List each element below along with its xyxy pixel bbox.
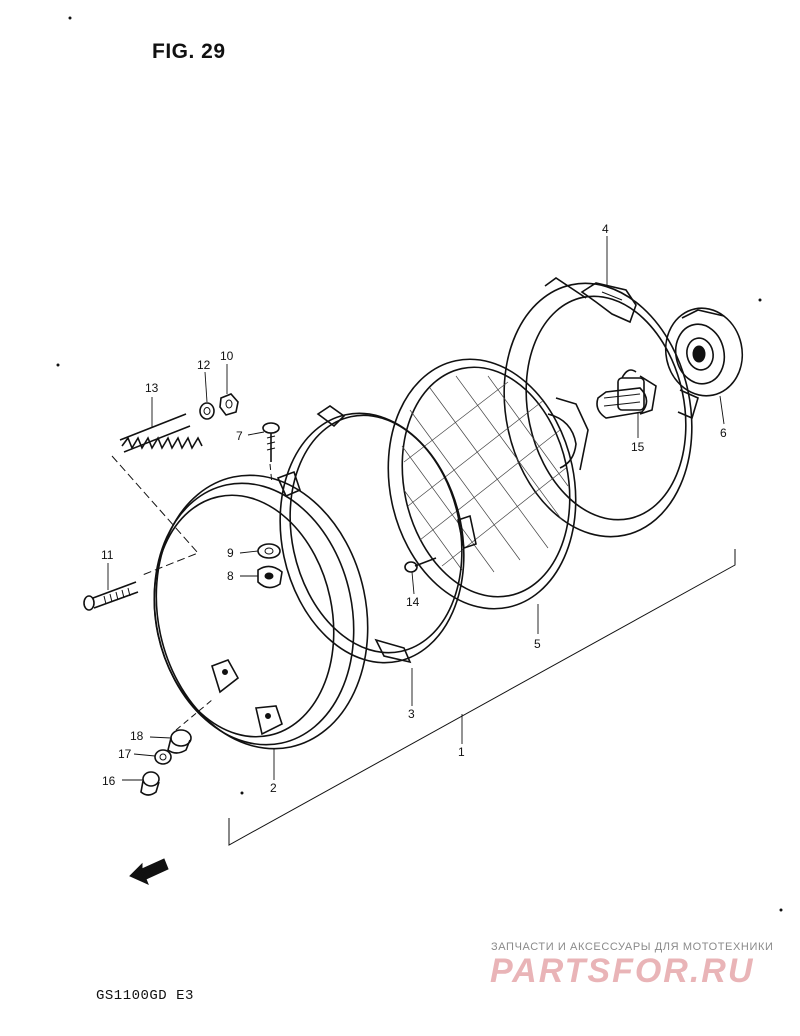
- leader-lines: [107, 236, 725, 781]
- figure-title: FIG. 29: [152, 40, 226, 63]
- nut-part-8: [257, 565, 283, 589]
- spring-part-13: [119, 413, 203, 453]
- callout-7: 7: [236, 429, 243, 443]
- bulb-socket-part-6: [664, 307, 744, 397]
- bulb-part-15: [596, 369, 657, 419]
- washer-part-12: [199, 402, 215, 420]
- watermark-tagline: ЗАПЧАСТИ И АКСЕССУАРЫ ДЛЯ МОТОТЕХНИКИ: [491, 941, 774, 953]
- watermark-logo: PARTSFOR.RU: [490, 952, 755, 990]
- callout-12: 12: [197, 358, 211, 372]
- callout-5: 5: [534, 637, 541, 651]
- callout-10: 10: [220, 349, 234, 363]
- retaining-ring-part-3: [276, 405, 465, 664]
- scan-specks: [56, 16, 783, 912]
- model-code: GS1100GD E3: [96, 988, 194, 1004]
- callout-18: 18: [130, 729, 144, 743]
- callout-6: 6: [720, 426, 727, 440]
- callout-11: 11: [101, 548, 114, 562]
- callout-8: 8: [227, 569, 234, 583]
- bolt-part-16: [140, 771, 160, 796]
- callout-14: 14: [406, 595, 420, 609]
- screw-part-11: [83, 581, 139, 611]
- lens-unit-part-5: [387, 358, 589, 610]
- callout-15: 15: [631, 440, 645, 454]
- callout-4: 4: [602, 222, 609, 236]
- callout-17: 17: [118, 747, 132, 761]
- fwd-arrow-icon: FWD: [129, 857, 169, 885]
- nut-part-10: [219, 393, 239, 416]
- headlight-rim-part-2: [153, 474, 369, 750]
- screw-part-14: [404, 557, 437, 573]
- callout-16: 16: [102, 774, 116, 788]
- callout-2: 2: [270, 781, 277, 795]
- washer-part-17: [154, 749, 172, 765]
- callout-9: 9: [227, 546, 234, 560]
- washer-part-9: [257, 543, 281, 559]
- grommet-part-18: [167, 729, 192, 754]
- screw-part-7: [262, 422, 280, 462]
- callout-labels: 1 2 3 4 5 6 7 8 9 10 11 12 13 14 15 16 1…: [101, 222, 727, 795]
- callout-13: 13: [145, 381, 159, 395]
- callout-1: 1: [458, 745, 465, 759]
- assembly-bracket: [228, 549, 736, 846]
- callout-3: 3: [408, 707, 415, 721]
- assembly-guide-lines: [111, 455, 273, 731]
- lens-hatching: [401, 375, 569, 573]
- fwd-label: FWD: [138, 857, 169, 881]
